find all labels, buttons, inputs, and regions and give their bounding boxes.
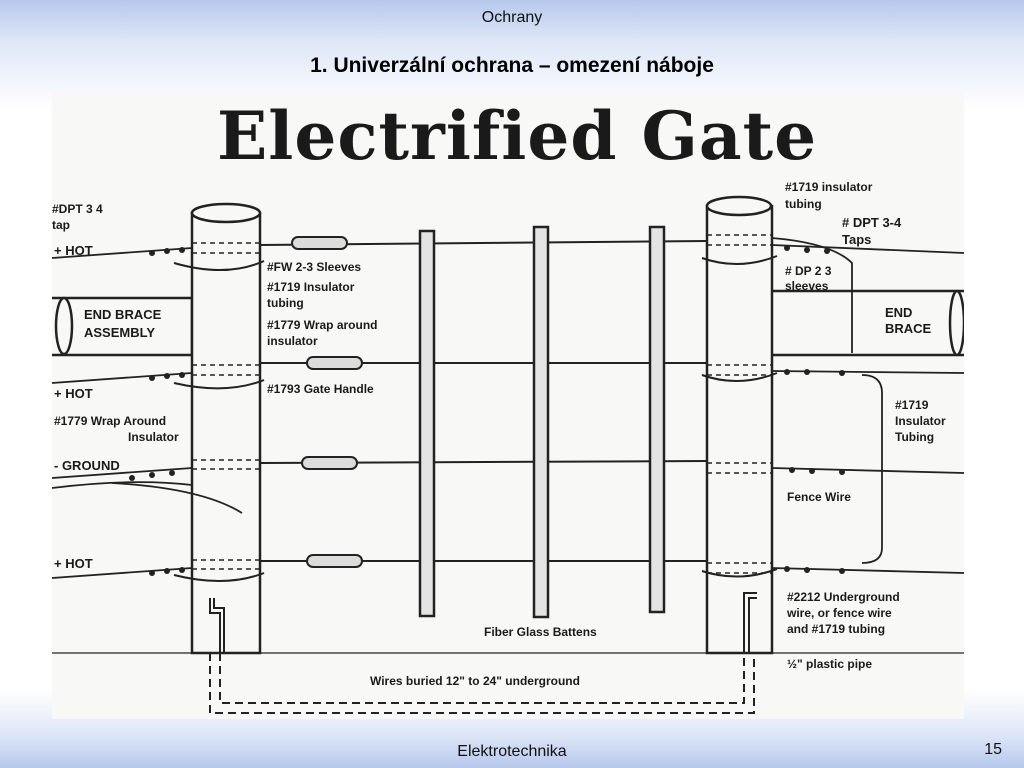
label-ins-tubing-1: #1719 insulator xyxy=(785,180,873,194)
label-buried: Wires buried 12" to 24" underground xyxy=(370,674,580,688)
right-end-brace xyxy=(765,289,966,357)
label-wrap-2: Insulator xyxy=(128,430,179,444)
diagram-title: Electrified Gate xyxy=(217,97,817,175)
label-tubing-2: tubing xyxy=(267,296,304,310)
electrified-gate-diagram: Electrified Gate xyxy=(51,93,966,719)
label-gate-handle: #1793 Gate Handle xyxy=(267,382,374,396)
left-post xyxy=(190,202,262,655)
label-hot-3: + HOT xyxy=(54,556,93,571)
label-dpt-taps-2: Taps xyxy=(842,232,871,247)
ground-pipes xyxy=(52,592,964,654)
label-dp-sleeves-2: sleeves xyxy=(785,279,829,293)
label-ground: - GROUND xyxy=(54,458,120,473)
label-fence-wire: Fence Wire xyxy=(787,490,851,504)
diagram-svg: Electrified Gate xyxy=(51,97,966,714)
label-dpt-tap-1: #DPT 3 4 xyxy=(52,202,103,216)
right-fence-wires xyxy=(771,237,965,574)
label-sleeves: #FW 2-3 Sleeves xyxy=(267,260,361,274)
label-wrap-around-2: insulator xyxy=(267,334,318,348)
right-post xyxy=(705,195,774,655)
label-tubing2-1: #1719 xyxy=(895,398,929,412)
label-right-brace-1: END xyxy=(885,305,912,320)
label-plastic-pipe: ½" plastic pipe xyxy=(787,657,872,671)
slide-title: 1. Univerzální ochrana – omezení náboje xyxy=(310,54,714,77)
label-battens: Fiber Glass Battens xyxy=(484,625,597,639)
label-tubing-1: #1719 Insulator xyxy=(267,280,355,294)
label-wrap-around-1: #1779 Wrap around xyxy=(267,318,377,332)
wrap-bands xyxy=(173,255,778,582)
label-dpt-tap-2: tap xyxy=(52,218,70,232)
label-dp-sleeves-1: # DP 2 3 xyxy=(785,264,832,278)
label-underground-1: #2212 Underground xyxy=(787,590,900,604)
label-tubing2-2: Insulator xyxy=(895,414,946,428)
label-ins-tubing-2: tubing xyxy=(785,197,822,211)
fiber-glass-battens xyxy=(418,225,666,619)
underground-wires xyxy=(209,653,755,714)
label-end-brace-1: END BRACE xyxy=(84,307,162,322)
insulator-beads xyxy=(129,245,845,576)
footer-text: Elektrotechnika xyxy=(457,743,567,760)
label-tubing2-3: Tubing xyxy=(895,430,934,444)
gate-handles xyxy=(291,236,363,568)
label-hot-2: + HOT xyxy=(54,386,93,401)
label-right-brace-2: BRACE xyxy=(885,321,932,336)
post-dashes xyxy=(192,234,772,574)
label-dpt-taps-1: # DPT 3-4 xyxy=(842,215,902,230)
label-underground-3: and #1719 tubing xyxy=(787,622,885,636)
header-title: Ochrany xyxy=(481,9,543,26)
page-number: 15 xyxy=(984,741,1002,758)
label-wrap-1: #1779 Wrap Around xyxy=(54,414,166,428)
label-hot-1: + HOT xyxy=(54,243,93,258)
label-underground-2: wire, or fence wire xyxy=(786,606,892,620)
label-end-brace-2: ASSEMBLY xyxy=(84,325,155,340)
